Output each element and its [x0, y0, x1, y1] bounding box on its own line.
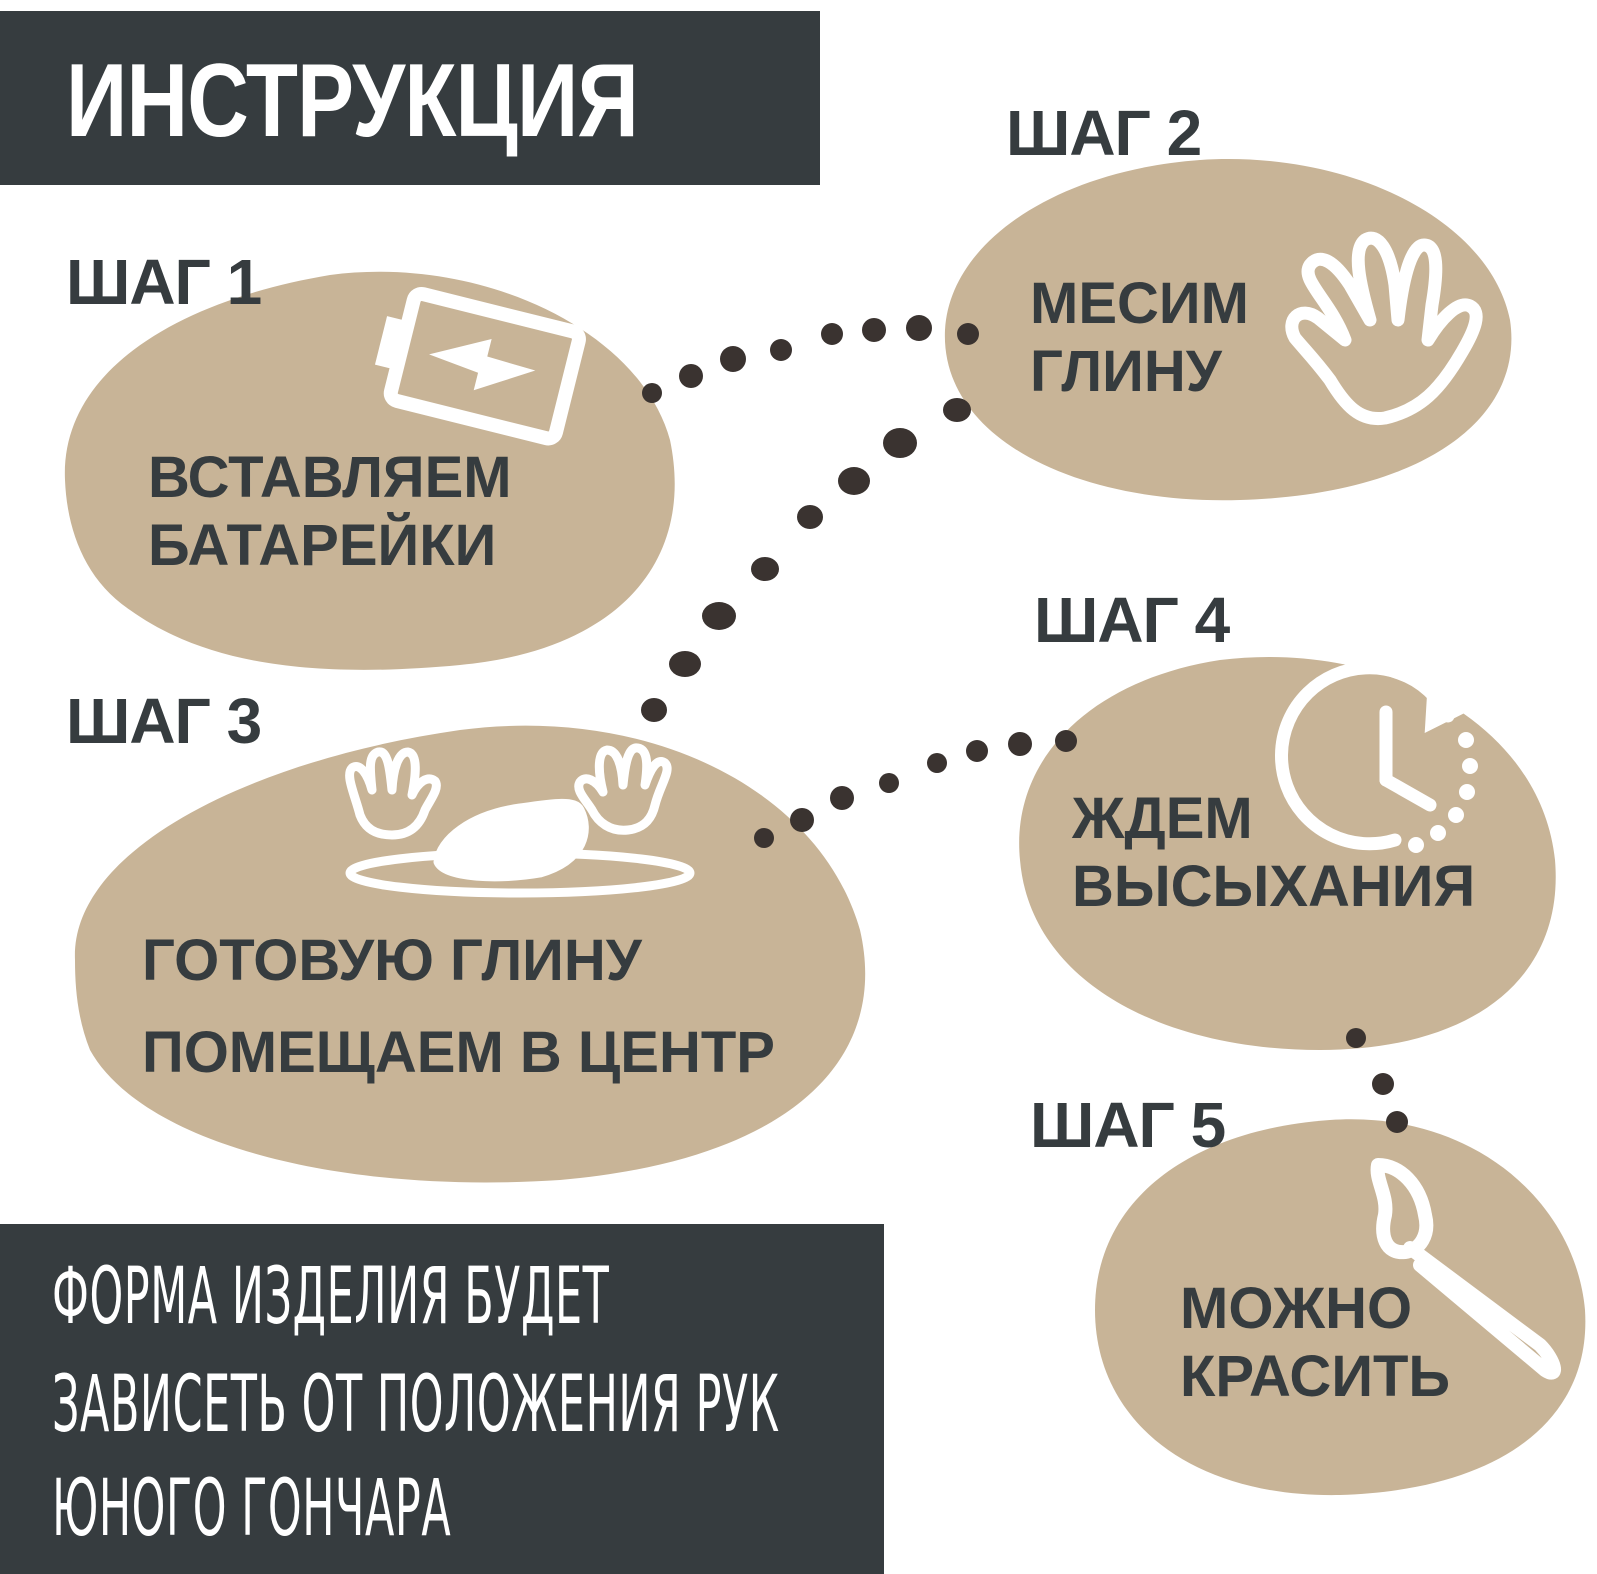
dotted-path-2-3	[641, 398, 971, 722]
step-5-line-2: КРАСИТЬ	[1180, 1344, 1451, 1409]
step-3-text: ГОТОВУЮ ГЛИНУ ПОМЕЩАЕМ В ЦЕНТР	[142, 915, 775, 1099]
note-line-1: ФОРМА ИЗДЕЛИЯ БУДЕТ	[52, 1252, 610, 1342]
step-2-line-2: ГЛИНУ	[1030, 339, 1222, 404]
step4-blob	[1019, 656, 1556, 1050]
clock-refresh-icon	[1275, 661, 1478, 853]
step-3-line-1: ГОТОВУЮ ГЛИНУ	[142, 928, 642, 993]
note-line-2: ЗАВИСЕТЬ ОТ ПОЛОЖЕНИЯ РУК	[52, 1360, 780, 1450]
step-5-line-1: МОЖНО	[1180, 1276, 1413, 1341]
step-1-label: ШАГ 1	[66, 246, 262, 318]
step5-blob	[1095, 1119, 1586, 1496]
step3-blob	[74, 725, 866, 1183]
note-banner: ФОРМА ИЗДЕЛИЯ БУДЕТ ЗАВИСЕТЬ ОТ ПОЛОЖЕНИ…	[0, 1224, 884, 1574]
note-line-3: ЮНОГО ГОНЧАРА	[52, 1464, 452, 1554]
dotted-path-1-2	[642, 315, 979, 403]
step-5-text: МОЖНО КРАСИТЬ	[1180, 1275, 1450, 1411]
step-4-line-2: ВЫСЫХАНИЯ	[1072, 854, 1476, 919]
step-1-text: ВСТАВЛЯЕМ БАТАРЕЙКИ	[148, 444, 512, 580]
dotted-path-3-4	[754, 730, 1077, 848]
step-4-label: ШАГ 4	[1034, 584, 1230, 656]
step-3-label: ШАГ 3	[66, 685, 262, 757]
step-2-line-1: МЕСИМ	[1030, 271, 1249, 336]
step-4-line-1: ЖДЕМ	[1072, 786, 1253, 851]
hands-clay-wheel-icon	[345, 743, 695, 898]
header-banner: ИНСТРУКЦИЯ	[0, 11, 820, 185]
dotted-path-4-5	[1346, 1028, 1408, 1133]
paintbrush-icon	[1370, 1158, 1561, 1380]
step-3-line-2: ПОМЕЩАЕМ В ЦЕНТР	[142, 1020, 775, 1085]
step-1-line-1: ВСТАВЛЯЕМ	[148, 445, 512, 510]
step-4-text: ЖДЕМ ВЫСЫХАНИЯ	[1072, 785, 1475, 921]
step-2-text: МЕСИМ ГЛИНУ	[1030, 270, 1249, 406]
battery-icon	[374, 286, 586, 446]
step-5-label: ШАГ 5	[1030, 1089, 1226, 1161]
hand-icon	[1285, 231, 1483, 426]
step-2-label: ШАГ 2	[1006, 97, 1202, 169]
page-title: ИНСТРУКЦИЯ	[66, 43, 639, 159]
step-1-line-2: БАТАРЕЙКИ	[148, 513, 497, 578]
